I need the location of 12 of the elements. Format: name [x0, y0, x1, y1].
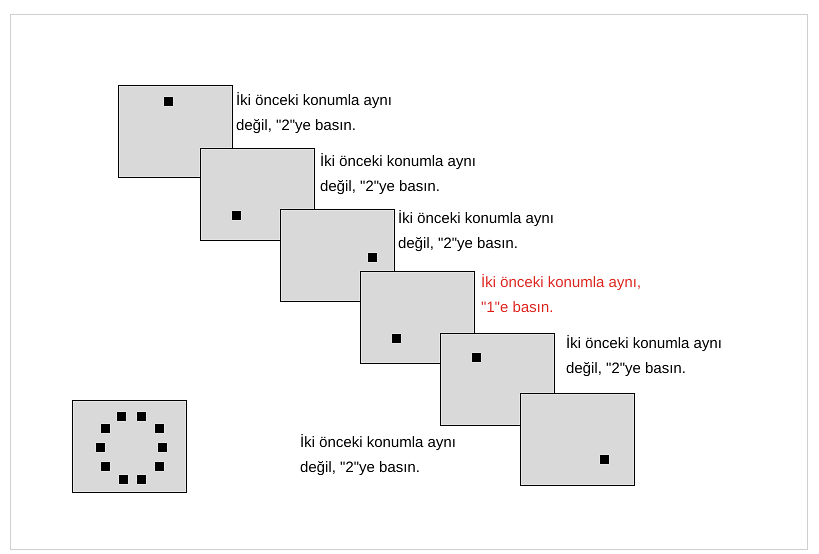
instruction-text: İki önceki konumla aynı değil, "2"ye basın.	[320, 152, 477, 197]
instruction-text: İki önceki konumla aynı, "1"e basın.	[481, 273, 642, 318]
stimulus-screen	[280, 209, 395, 302]
instruction-text: İki önceki konumla aynı değil, "2"ye basın.	[566, 334, 723, 379]
stimulus-screen	[520, 393, 635, 486]
stimulus-screen	[360, 271, 475, 364]
stimulus-screen	[72, 400, 187, 493]
instruction-text: İki önceki konumla aynı değil, "2"ye basın.	[300, 433, 457, 478]
stimulus-screen	[118, 85, 233, 178]
instruction-text: İki önceki konumla aynı değil, "2"ye basın.	[398, 209, 555, 254]
stimulus-screen	[200, 148, 315, 241]
instruction-text: İki önceki konumla aynı değil, "2"ye basın.	[236, 91, 393, 136]
